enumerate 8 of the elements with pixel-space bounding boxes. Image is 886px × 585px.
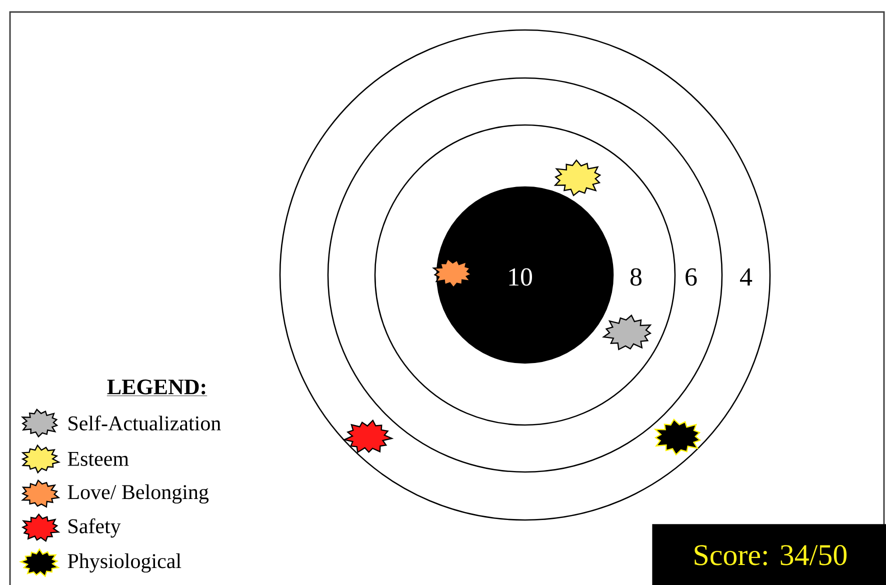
legend-heading: LEGEND: [106,380,208,396]
legend-text: Safety [68,518,121,538]
legend-text: Self-Actualization [68,415,221,430]
bullseye-disc: 10 [436,186,614,364]
score-box: Score: 34/50 [652,524,886,585]
legend-text: Physiological [68,553,182,573]
legend-text: Love/ Belonging [68,484,209,504]
legend-text: Esteem [68,452,129,466]
